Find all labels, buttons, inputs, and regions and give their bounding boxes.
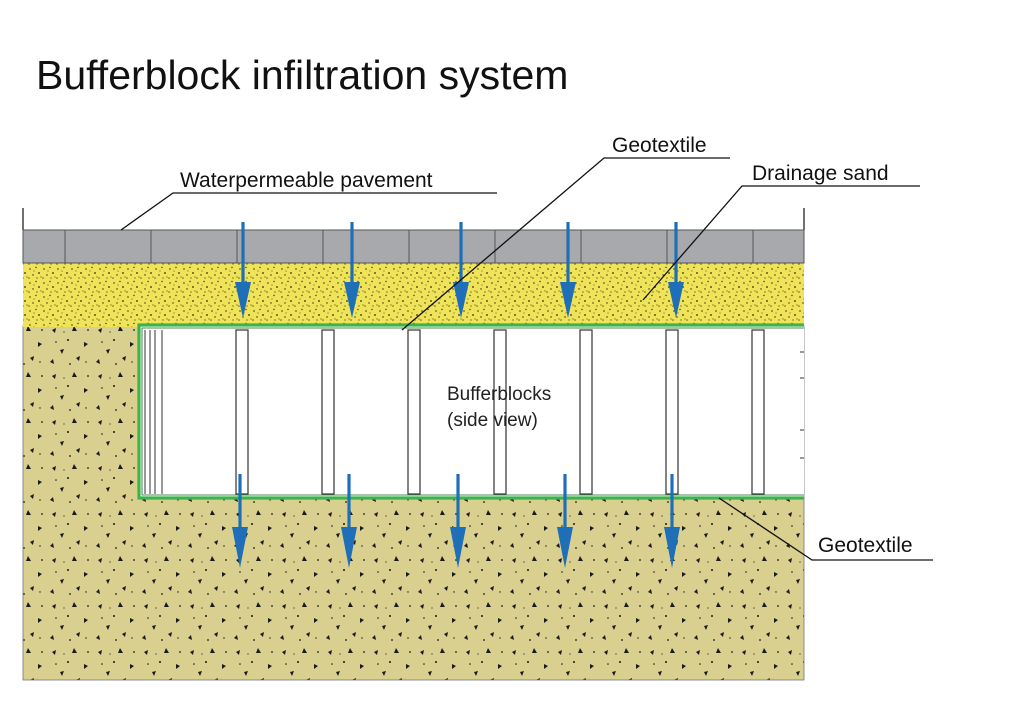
arrow-down-icon	[560, 222, 576, 318]
bufferblock-posts	[235, 329, 765, 495]
arrow-down-icon	[557, 474, 573, 568]
arrow-down-icon	[235, 222, 251, 318]
block-post	[665, 329, 679, 495]
upper-water-arrows	[235, 222, 684, 318]
diagram-title: Bufferblock infiltration system	[36, 52, 569, 98]
bufferblock-cavity	[139, 326, 804, 498]
bufferblocks-label: Bufferblocks	[447, 384, 551, 405]
paver	[580, 229, 668, 264]
block-post	[407, 329, 421, 495]
paver	[752, 229, 805, 264]
geotextile-wrap-inner	[141, 327, 804, 496]
lower-water-arrows	[232, 474, 680, 568]
drainage-sand-leader	[642, 185, 920, 301]
block-post	[321, 329, 335, 495]
pavement-leader	[120, 192, 497, 231]
arrow-down-icon	[664, 474, 680, 568]
arrow-down-icon	[453, 222, 469, 318]
geotextile-bottom-label: Geotextile	[818, 534, 913, 557]
geotextile-wrap	[137, 323, 804, 500]
geotextile-top-leader	[401, 157, 730, 331]
pavement-label: Waterpermeable pavement	[180, 169, 433, 192]
geotextile-bottom-leader	[718, 497, 933, 561]
bufferblocks-sublabel: (side view)	[447, 410, 538, 431]
block-edge-lines	[144, 330, 163, 494]
geotextile-top-label: Geotextile	[612, 134, 707, 157]
pavement-layer	[22, 229, 805, 264]
drainage-sand-layer	[23, 263, 804, 327]
block-post	[579, 329, 593, 495]
block-post	[235, 329, 249, 495]
paver	[666, 229, 754, 264]
paver	[322, 229, 410, 264]
block-post	[493, 329, 507, 495]
paver	[64, 229, 152, 264]
paver	[22, 229, 66, 264]
arrow-down-icon	[341, 474, 357, 568]
paver	[408, 229, 496, 264]
block-post	[751, 329, 765, 495]
right-edge-marks	[800, 351, 804, 459]
arrow-down-icon	[668, 222, 684, 318]
drainage-sand-label: Drainage sand	[752, 162, 889, 185]
paver	[150, 229, 238, 264]
arrow-down-icon	[450, 474, 466, 568]
arrow-down-icon	[232, 474, 248, 568]
arrow-down-icon	[344, 222, 360, 318]
paver	[236, 229, 324, 264]
